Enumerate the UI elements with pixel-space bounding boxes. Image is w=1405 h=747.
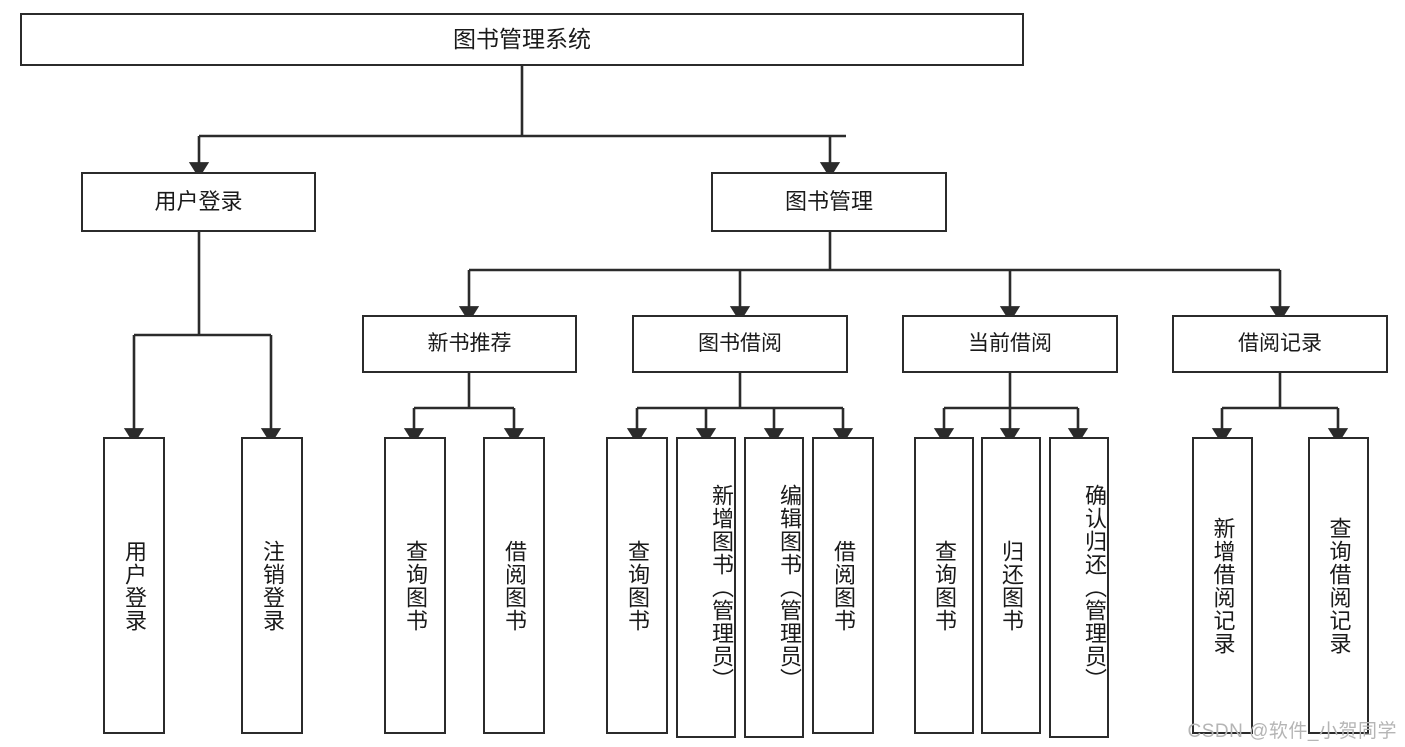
node-borrow-record[interactable]: 借阅记录 [1172,315,1388,373]
node-user-login[interactable]: 用户登录 [81,172,316,232]
leaf-return-book-label: 归还图书 [998,539,1024,632]
node-borrow-record-label: 借阅记录 [1238,331,1322,355]
leaf-user-login-label: 用户登录 [121,539,147,632]
csdn-watermark: CSDN @软件_小贺同学 [1187,721,1397,742]
leaf-logout-label: 注销登录 [259,539,285,632]
leaf-query-borrow-record[interactable]: 查询借阅记录 [1308,437,1369,734]
leaf-query-book-recommend-label: 查询图书 [402,539,428,632]
node-book-management[interactable]: 图书管理 [711,172,947,232]
leaf-add-borrow-record-label: 新增借阅记录 [1210,516,1236,655]
leaf-confirm-return-admin-label: 确认归还（管理员） [1082,484,1107,691]
leaf-user-login[interactable]: 用户登录 [103,437,165,734]
node-root-system-label: 图书管理系统 [453,25,591,52]
leaf-query-borrow-record-label: 查询借阅记录 [1326,516,1352,655]
leaf-edit-book-admin[interactable]: 编辑图书（管理员） [744,437,804,738]
leaf-borrow-book[interactable]: 借阅图书 [812,437,874,734]
leaf-add-book-admin-label: 新增图书（管理员） [709,484,734,691]
leaf-borrow-book-recommend-label: 借阅图书 [501,539,527,632]
leaf-query-book-current-label: 查询图书 [931,539,957,632]
leaf-query-book-current[interactable]: 查询图书 [914,437,974,734]
leaf-logout[interactable]: 注销登录 [241,437,303,734]
node-current-borrow[interactable]: 当前借阅 [902,315,1118,373]
leaf-add-borrow-record[interactable]: 新增借阅记录 [1192,437,1253,734]
leaf-borrow-book-label: 借阅图书 [830,539,856,632]
node-user-login-label: 用户登录 [154,189,243,215]
node-current-borrow-label: 当前借阅 [968,331,1052,355]
leaf-add-book-admin[interactable]: 新增图书（管理员） [676,437,736,738]
leaf-query-book-recommend[interactable]: 查询图书 [384,437,446,734]
node-new-book-recommend-label: 新书推荐 [427,331,512,355]
node-book-borrow-label: 图书借阅 [698,331,782,355]
leaf-confirm-return-admin[interactable]: 确认归还（管理员） [1049,437,1109,738]
leaf-query-book-borrow-label: 查询图书 [624,539,650,632]
node-book-borrow[interactable]: 图书借阅 [632,315,848,373]
node-new-book-recommend[interactable]: 新书推荐 [362,315,577,373]
node-root-system[interactable]: 图书管理系统 [20,13,1024,66]
leaf-return-book[interactable]: 归还图书 [981,437,1041,734]
node-book-management-label: 图书管理 [784,189,873,215]
leaf-borrow-book-recommend[interactable]: 借阅图书 [483,437,545,734]
leaf-query-book-borrow[interactable]: 查询图书 [606,437,668,734]
leaf-edit-book-admin-label: 编辑图书（管理员） [777,484,802,691]
